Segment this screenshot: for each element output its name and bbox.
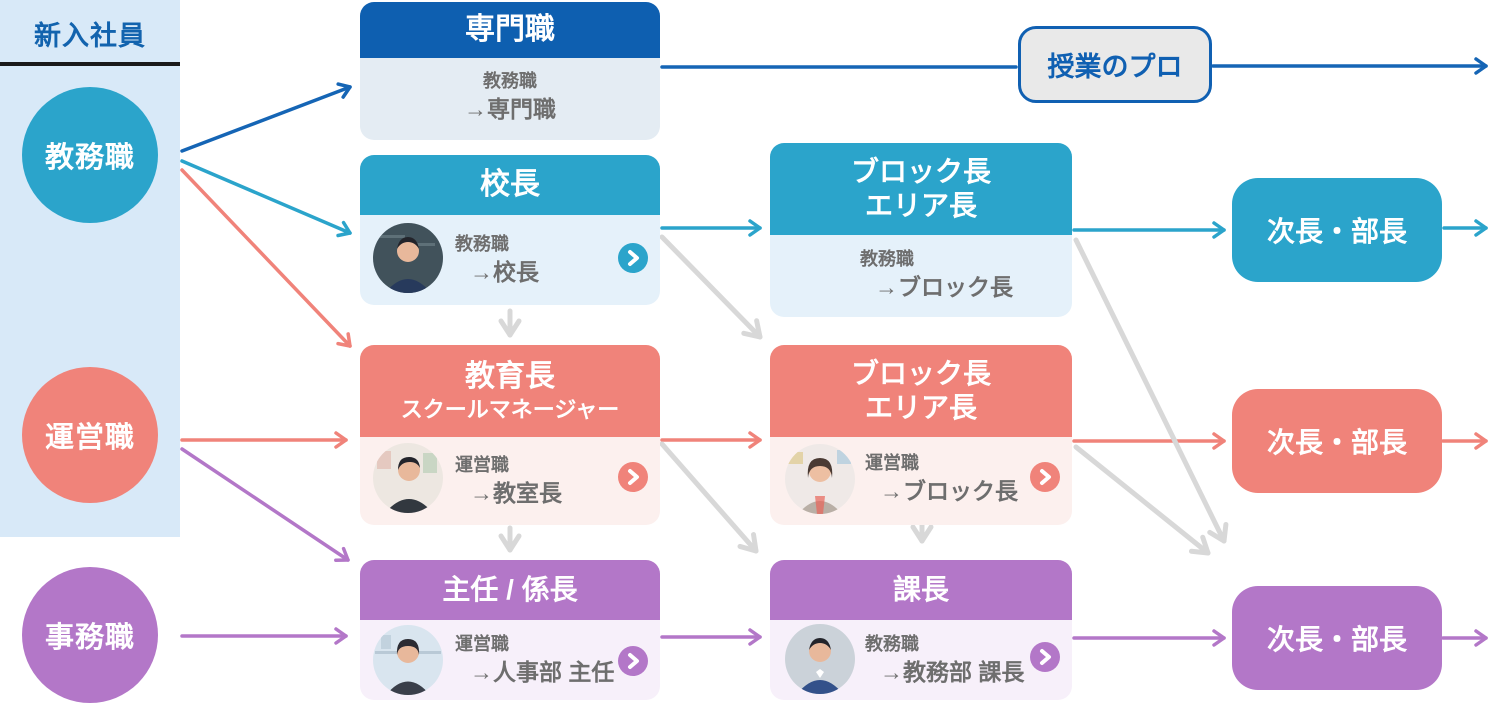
chevron-right-icon [628, 250, 639, 266]
edge-kyomu-to-kyoikucho [180, 168, 352, 348]
chevron-right-icon [1040, 649, 1051, 665]
card-title-line2: エリア長 [864, 392, 977, 423]
card-body: 教務職 →校長 [360, 215, 660, 305]
person-avatar-icon [373, 223, 443, 293]
card-title: 教育長 スクールマネージャー [360, 345, 660, 437]
card-title: 主任 / 係長 [360, 560, 660, 620]
node-label: 次長・部長 [1266, 216, 1407, 247]
kacho-photo-avatar [785, 624, 855, 694]
card-title-text: 校長 [480, 168, 540, 201]
shunin-detail-button[interactable] [618, 646, 648, 676]
kocho-detail-button[interactable] [618, 243, 648, 273]
role-label: 運営職 [44, 422, 135, 454]
role-label: 教務職 [44, 142, 135, 174]
edge-block-kyomu-diag-jicho-jimu [1073, 237, 1229, 544]
career-from: 教務職 [483, 71, 537, 91]
career-from: 運営職 [455, 455, 509, 475]
chevron-right-icon [1040, 469, 1051, 485]
card-block-area-unei[interactable]: ブロック長 エリア長 運営職 →ブロック長 [770, 345, 1072, 525]
card-body: 運営職 →人事部 主任 [360, 620, 660, 700]
card-kacho[interactable]: 課長 教務職 →教務部 課長 [770, 560, 1072, 700]
card-title-text: 専門職 [465, 13, 555, 46]
card-title-line2: エリア長 [864, 190, 977, 221]
node-label: 次長・部長 [1266, 427, 1407, 458]
card-body: 教務職 →ブロック長 [770, 235, 1072, 317]
card-kyoikucho[interactable]: 教育長 スクールマネージャー 運営職 →教室長 [360, 345, 660, 525]
card-title: ブロック長 エリア長 [770, 345, 1072, 437]
panel-title: 新入社員 [34, 21, 146, 51]
edge-kyomu-to-senmon [180, 82, 352, 153]
edge-kocho-diag-block-unei [659, 234, 763, 340]
person-avatar-icon [373, 625, 443, 695]
role-label: 事務職 [44, 622, 135, 654]
career-to: →ブロック長 [875, 273, 1013, 300]
career-to: →校長 [470, 258, 539, 285]
kocho-photo-avatar [373, 223, 443, 293]
card-title-line1: ブロック長 [850, 358, 991, 390]
block-unei-detail-button[interactable] [1030, 462, 1060, 492]
jugyou-no-pro-badge: 授業のプロ [1018, 26, 1212, 103]
edge-unei-to-shunin [180, 447, 350, 563]
career-from: 運営職 [865, 453, 919, 473]
card-subtitle-text: スクールマネージャー [400, 396, 620, 422]
card-title: 校長 [360, 155, 660, 215]
role-circle-kyomushoku: 教務職 [22, 87, 158, 223]
career-to: →教室長 [470, 479, 562, 506]
card-title-text: 教育長 [465, 359, 555, 393]
chevron-right-icon [628, 469, 639, 485]
card-body: 教務職 →専門職 [360, 58, 660, 140]
node-label: 次長・部長 [1266, 624, 1407, 655]
card-body: 教務職 →教務部 課長 [770, 620, 1072, 700]
career-from: 教務職 [865, 634, 919, 654]
card-title-line1: ブロック長 [850, 156, 991, 188]
edge-kyoikucho-diag-kacho [659, 441, 759, 554]
jicho-bucho-jimu: 次長・部長 [1232, 586, 1442, 690]
badge-label: 授業のプロ [1047, 52, 1183, 82]
career-from: 教務職 [455, 234, 509, 254]
panel-divider [0, 62, 180, 66]
career-to: →人事部 主任 [470, 658, 615, 685]
card-title: 課長 [770, 560, 1072, 620]
card-body: 運営職 →ブロック長 [770, 437, 1072, 525]
card-senmonshoku: 専門職 教務職 →専門職 [360, 2, 660, 140]
kyoikucho-photo-avatar [373, 443, 443, 513]
card-title: ブロック長 エリア長 [770, 143, 1072, 235]
career-from: 教務職 [860, 249, 914, 269]
card-title-text: 課長 [892, 574, 949, 606]
edge-block-unei-diag-jicho-jimu [1073, 444, 1211, 556]
jicho-bucho-unei: 次長・部長 [1232, 389, 1442, 493]
card-title-text: 主任 / 係長 [442, 574, 578, 606]
edge-kyomu-to-kocho [180, 159, 352, 238]
card-title: 専門職 [360, 2, 660, 58]
card-block-area-kyomu: ブロック長 エリア長 教務職 →ブロック長 [770, 143, 1072, 317]
career-to: →専門職 [464, 95, 556, 122]
person-avatar-icon [785, 624, 855, 694]
role-circle-jimushoku: 事務職 [22, 567, 158, 703]
person-avatar-icon [785, 444, 855, 514]
card-shunin-kakaricho[interactable]: 主任 / 係長 運営職 →人事部 主任 [360, 560, 660, 700]
role-circle-uneishoku: 運営職 [22, 367, 158, 503]
kyoikucho-detail-button[interactable] [618, 462, 648, 492]
jicho-bucho-kyomu: 次長・部長 [1232, 178, 1442, 282]
card-kocho[interactable]: 校長 教務職 →校長 [360, 155, 660, 305]
shunin-photo-avatar [373, 625, 443, 695]
career-to: →ブロック長 [880, 477, 1018, 504]
career-from: 運営職 [455, 634, 509, 654]
career-to: →教務部 課長 [880, 658, 1025, 685]
block-unei-photo-avatar [785, 444, 855, 514]
card-body: 運営職 →教室長 [360, 437, 660, 525]
kacho-detail-button[interactable] [1030, 642, 1060, 672]
chevron-right-icon [628, 653, 639, 669]
person-avatar-icon [373, 443, 443, 513]
